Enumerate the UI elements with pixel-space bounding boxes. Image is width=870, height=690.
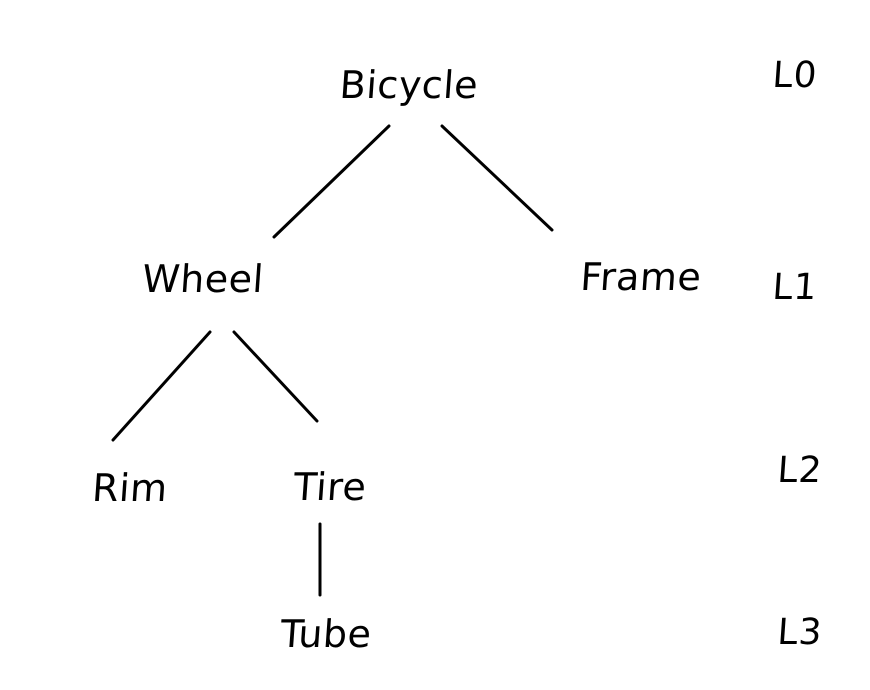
edge-bicycle-frame: [440, 124, 554, 232]
level-label-l2: L2: [776, 450, 824, 491]
node-bicycle: Bicycle: [338, 63, 480, 107]
level-label-l1: L1: [771, 267, 819, 308]
node-wheel: Wheel: [140, 257, 266, 301]
level-label-l0: L0: [771, 55, 819, 96]
node-tire: Tire: [292, 465, 368, 509]
node-rim: Rim: [90, 466, 170, 510]
node-tube: Tube: [278, 612, 374, 656]
level-label-l3: L3: [776, 612, 824, 653]
node-frame: Frame: [579, 255, 703, 299]
edge-bicycle-wheel: [272, 124, 391, 239]
edge-wheel-rim: [111, 330, 212, 442]
edge-wheel-tire: [232, 330, 319, 423]
